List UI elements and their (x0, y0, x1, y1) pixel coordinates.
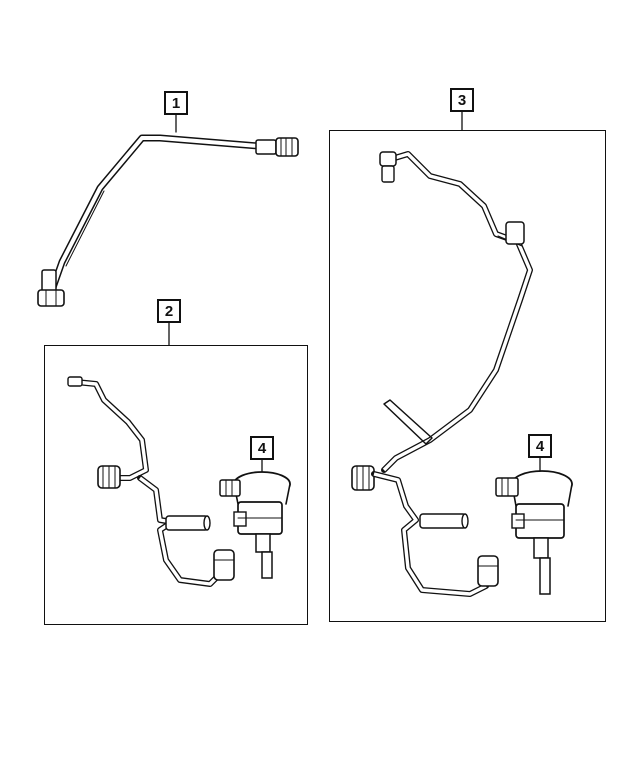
part-2-hose-assembly (67, 376, 235, 587)
kit-2-frame (44, 345, 308, 625)
part-4-valve-left (219, 471, 291, 579)
part-1-hose (37, 134, 299, 307)
part-4-valve-right (495, 470, 573, 595)
callout-4-right[interactable]: 4 (528, 434, 552, 458)
leader-lines (168, 111, 541, 475)
callout-1[interactable]: 1 (164, 91, 188, 115)
kit-3-frame (329, 130, 606, 622)
callout-2[interactable]: 2 (157, 299, 181, 323)
callout-4-left[interactable]: 4 (250, 436, 274, 460)
part-3-hose-assembly (351, 151, 533, 597)
callout-3[interactable]: 3 (450, 88, 474, 112)
